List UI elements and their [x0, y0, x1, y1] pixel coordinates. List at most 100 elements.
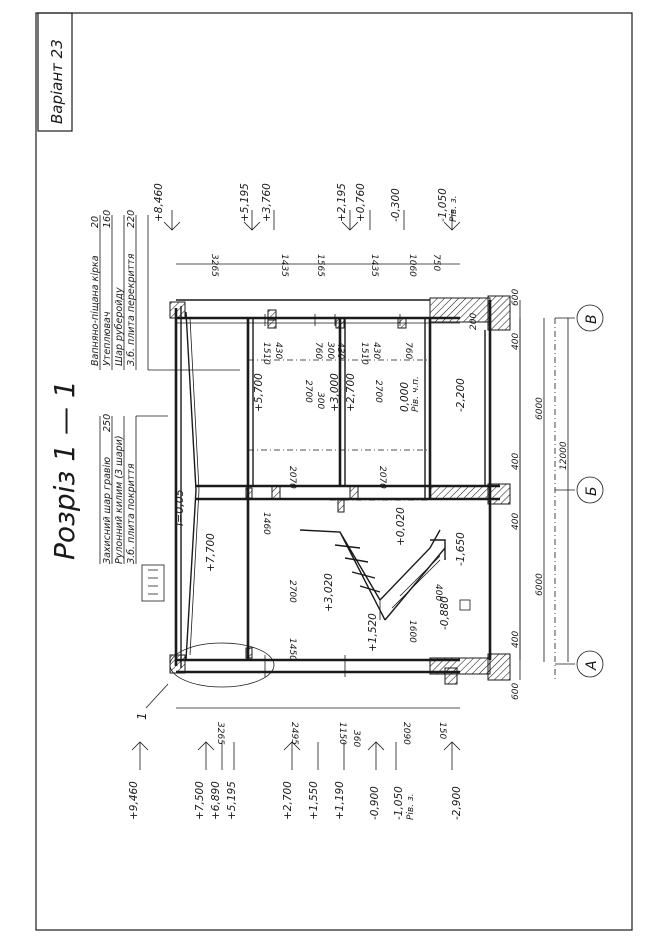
axis-label-a: А	[584, 660, 600, 671]
dim-left-2: 2495	[289, 722, 299, 745]
dim-right-2: 1435	[279, 254, 289, 277]
level-left-5: +2,700	[282, 781, 294, 820]
roof-layer-1-value: 250	[102, 414, 113, 432]
dim-chain-right: 3265 1435 1565 1435 1060 750	[176, 254, 460, 277]
dim-inner-1: 2700	[303, 380, 313, 403]
dim-right-4: 1435	[369, 254, 379, 277]
roof-layer-1: Захисний шар гравію	[102, 457, 113, 564]
floor-layer-1-value: 20	[90, 216, 101, 228]
inner-level-1520: +1,520	[367, 613, 379, 652]
dim-inner: 2700 300 2700 2070 2070 1460 2700 1450 1…	[261, 380, 443, 661]
dim-bottom-4: 400	[511, 513, 521, 530]
floor-layer-4-value: 220	[126, 210, 137, 228]
dim-bottom-6: 6000	[535, 397, 545, 420]
level-right-2: +5,195	[239, 183, 251, 222]
axis-label-v: В	[584, 314, 600, 324]
dim-win-6: 1510	[359, 342, 369, 365]
dim-win-7: 430	[371, 342, 381, 359]
dim-win-1: 1510	[261, 342, 271, 365]
dim-bottom-5: 400	[511, 453, 521, 470]
dim-window-right: 1510 430 760 300 430 1510 430 760	[261, 342, 413, 365]
level-left-7: +1,190	[334, 781, 346, 820]
level-left-9: -1,050	[393, 786, 405, 820]
building-section	[141, 295, 556, 709]
floor-layer-1: Вапнянo-піщана кірка	[90, 255, 101, 366]
inner-level-2200: -2,200	[455, 378, 467, 412]
dim-bottom-2: 400	[511, 631, 521, 648]
level-left-9-note: Рів. з.	[406, 793, 416, 820]
dim-inner-2: 300	[315, 392, 325, 409]
dim-bottom-3: 6000	[535, 573, 545, 596]
slope-label: i=0,05	[173, 489, 186, 526]
section-marker: 1	[135, 712, 149, 720]
floor-layer-4: З.б. плита перекриття	[126, 253, 137, 366]
dim-left-3: 1150	[337, 722, 347, 745]
level-right-3: +3,760	[261, 183, 273, 222]
dim-bottom-1: 600	[511, 683, 521, 700]
level-right-1: +8,460	[153, 183, 165, 222]
inner-level-7700: +7,700	[205, 533, 217, 572]
dim-inner-3: 2700	[373, 380, 383, 403]
dim-inner-6: 1460	[261, 512, 271, 535]
level-right-7: -1,050	[437, 188, 449, 222]
dim-inner-9: 1600	[407, 620, 417, 643]
roof-layer-notes: Захисний шар гравію 250 Рулонний килим (…	[99, 414, 168, 564]
level-left-8: -0,900	[369, 786, 381, 820]
dim-right-1: 3265	[209, 254, 219, 277]
dim-left-4: 360	[351, 730, 361, 747]
dim-inner-8: 1450	[287, 638, 297, 661]
levels-left: +9,460 +7,500 +6,890 +5,195 +2,700 +1,55…	[128, 741, 463, 820]
roof-layer-2: Рулонний килим (3 шари)	[114, 435, 125, 564]
dim-win-8: 760	[403, 342, 413, 359]
section-title: Розріз 1 — 1	[48, 380, 81, 560]
sheet-frame	[35, 12, 633, 931]
dim-win-5: 430	[335, 342, 345, 359]
dim-win-2: 430	[273, 342, 283, 359]
inner-level-0000: 0,000	[399, 382, 411, 412]
level-right-6: -0,300	[390, 188, 402, 222]
levels-right: +8,460 +5,195 +3,760 +2,195 +0,760 -0,30…	[153, 183, 461, 231]
floor-layer-notes: Вапнянo-піщана кірка 20 Утеплювач 160 Ша…	[90, 210, 240, 371]
dim-bottom-10: 12000	[559, 441, 569, 470]
inner-level-0880: -0,880	[439, 596, 451, 630]
floor-layer-2-value: 160	[102, 210, 113, 228]
dim-left-5: 2090	[401, 722, 411, 745]
level-left-3: +6,890	[210, 781, 222, 820]
floor-layer-2: Утеплювач	[102, 311, 113, 366]
floor-layer-3: Шар руберойду	[114, 287, 125, 366]
level-left-10: -2,900	[451, 786, 463, 820]
inner-level-1650: -1,650	[455, 532, 467, 566]
inner-level-0000-note: Рів. ч.п.	[411, 376, 421, 412]
dim-inner-5: 2070	[377, 466, 387, 489]
variant-label: Варіант 23	[48, 39, 66, 124]
dim-left-1: 3265	[215, 722, 225, 745]
level-left-6: +1,550	[308, 781, 320, 820]
axis-label-b: Б	[584, 486, 600, 496]
level-left-1: +9,460	[128, 781, 140, 820]
dim-inner-7: 2700	[287, 580, 297, 603]
dim-win-4: 300	[325, 342, 335, 359]
dim-bottom-7: 400	[511, 333, 521, 350]
dim-right-5: 1060	[407, 254, 417, 277]
inner-level-3000: +3,000	[329, 373, 341, 412]
dim-win-3: 760	[313, 342, 323, 359]
dim-inner-4: 2070	[287, 466, 297, 489]
dim-bottom-8: 600	[511, 289, 521, 306]
inner-levels: +7,700 +5,700 +3,000 +2,700 0,000 Рів. ч…	[205, 373, 467, 652]
inner-level-3020: +3,020	[323, 573, 335, 612]
dim-bottom-9: 200	[469, 313, 479, 330]
inner-level-5700: +5,700	[253, 373, 265, 412]
level-right-5: +0,760	[355, 183, 367, 222]
roof-layer-3: З.б. плита покриття	[126, 463, 137, 564]
dim-right-6: 750	[431, 254, 441, 271]
level-right-4: +2,195	[336, 183, 348, 222]
dim-chain-left: 3265 2495 1150 360 2090 150	[176, 707, 460, 747]
inner-level-0020: +0,020	[395, 507, 407, 546]
dim-inner-10: 400	[433, 584, 443, 601]
axis-markers: В Б А	[555, 304, 604, 678]
dim-right-3: 1565	[315, 254, 325, 277]
level-right-7-note: Рів. з.	[449, 195, 459, 222]
variant-box: Варіант 23	[37, 12, 73, 132]
level-left-2: +7,500	[194, 781, 206, 820]
